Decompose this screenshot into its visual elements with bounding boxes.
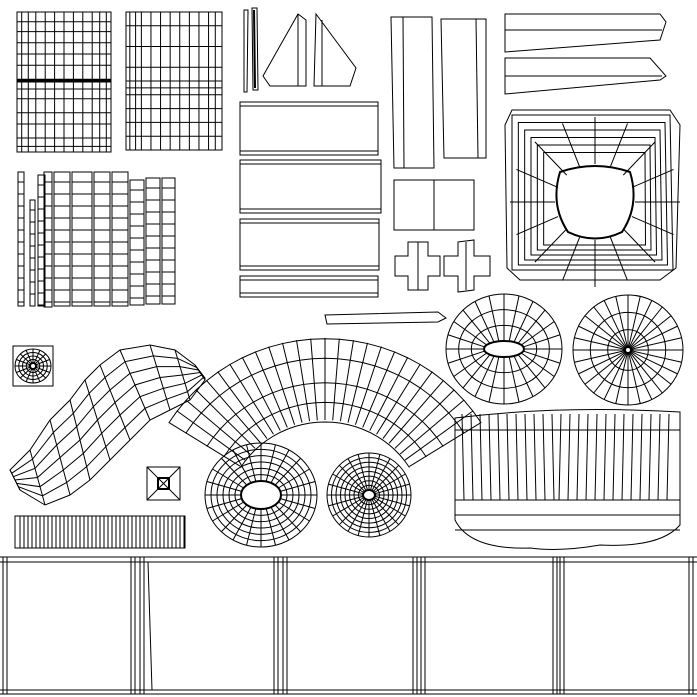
uv-cross-b xyxy=(444,240,490,292)
uv-strips xyxy=(18,172,175,307)
uv-tall-panels xyxy=(391,17,486,168)
uv-plank-3 xyxy=(240,219,379,270)
uv-seat-square xyxy=(505,110,680,287)
uv-wavy-limb xyxy=(10,345,205,505)
uv-small-knob xyxy=(15,349,51,383)
uv-slanted-bars xyxy=(505,14,666,94)
uv-panel-grid-b xyxy=(126,12,222,150)
uv-cross-a xyxy=(395,242,440,290)
uv-disc-d xyxy=(327,453,411,537)
uv-panel-grid-a xyxy=(17,12,111,152)
uv-disc-b xyxy=(573,295,683,405)
uv-knob-frame xyxy=(13,346,53,386)
uv-plank-1 xyxy=(240,102,378,155)
uv-disc-c xyxy=(205,443,317,547)
uv-sticks xyxy=(244,8,258,92)
uv-thin-bar xyxy=(325,312,446,324)
uv-disc-a xyxy=(446,294,562,404)
uv-bucket xyxy=(455,410,680,550)
uv-arc-band xyxy=(169,338,481,467)
uv-long-bar xyxy=(15,516,185,548)
uv-plank-2 xyxy=(240,160,381,213)
uv-plank-4 xyxy=(240,276,378,297)
uv-trapezoids xyxy=(263,14,356,86)
uv-pyramid xyxy=(147,467,180,500)
uv-bottom-panels xyxy=(0,557,697,694)
uv-small-rects xyxy=(394,180,474,230)
